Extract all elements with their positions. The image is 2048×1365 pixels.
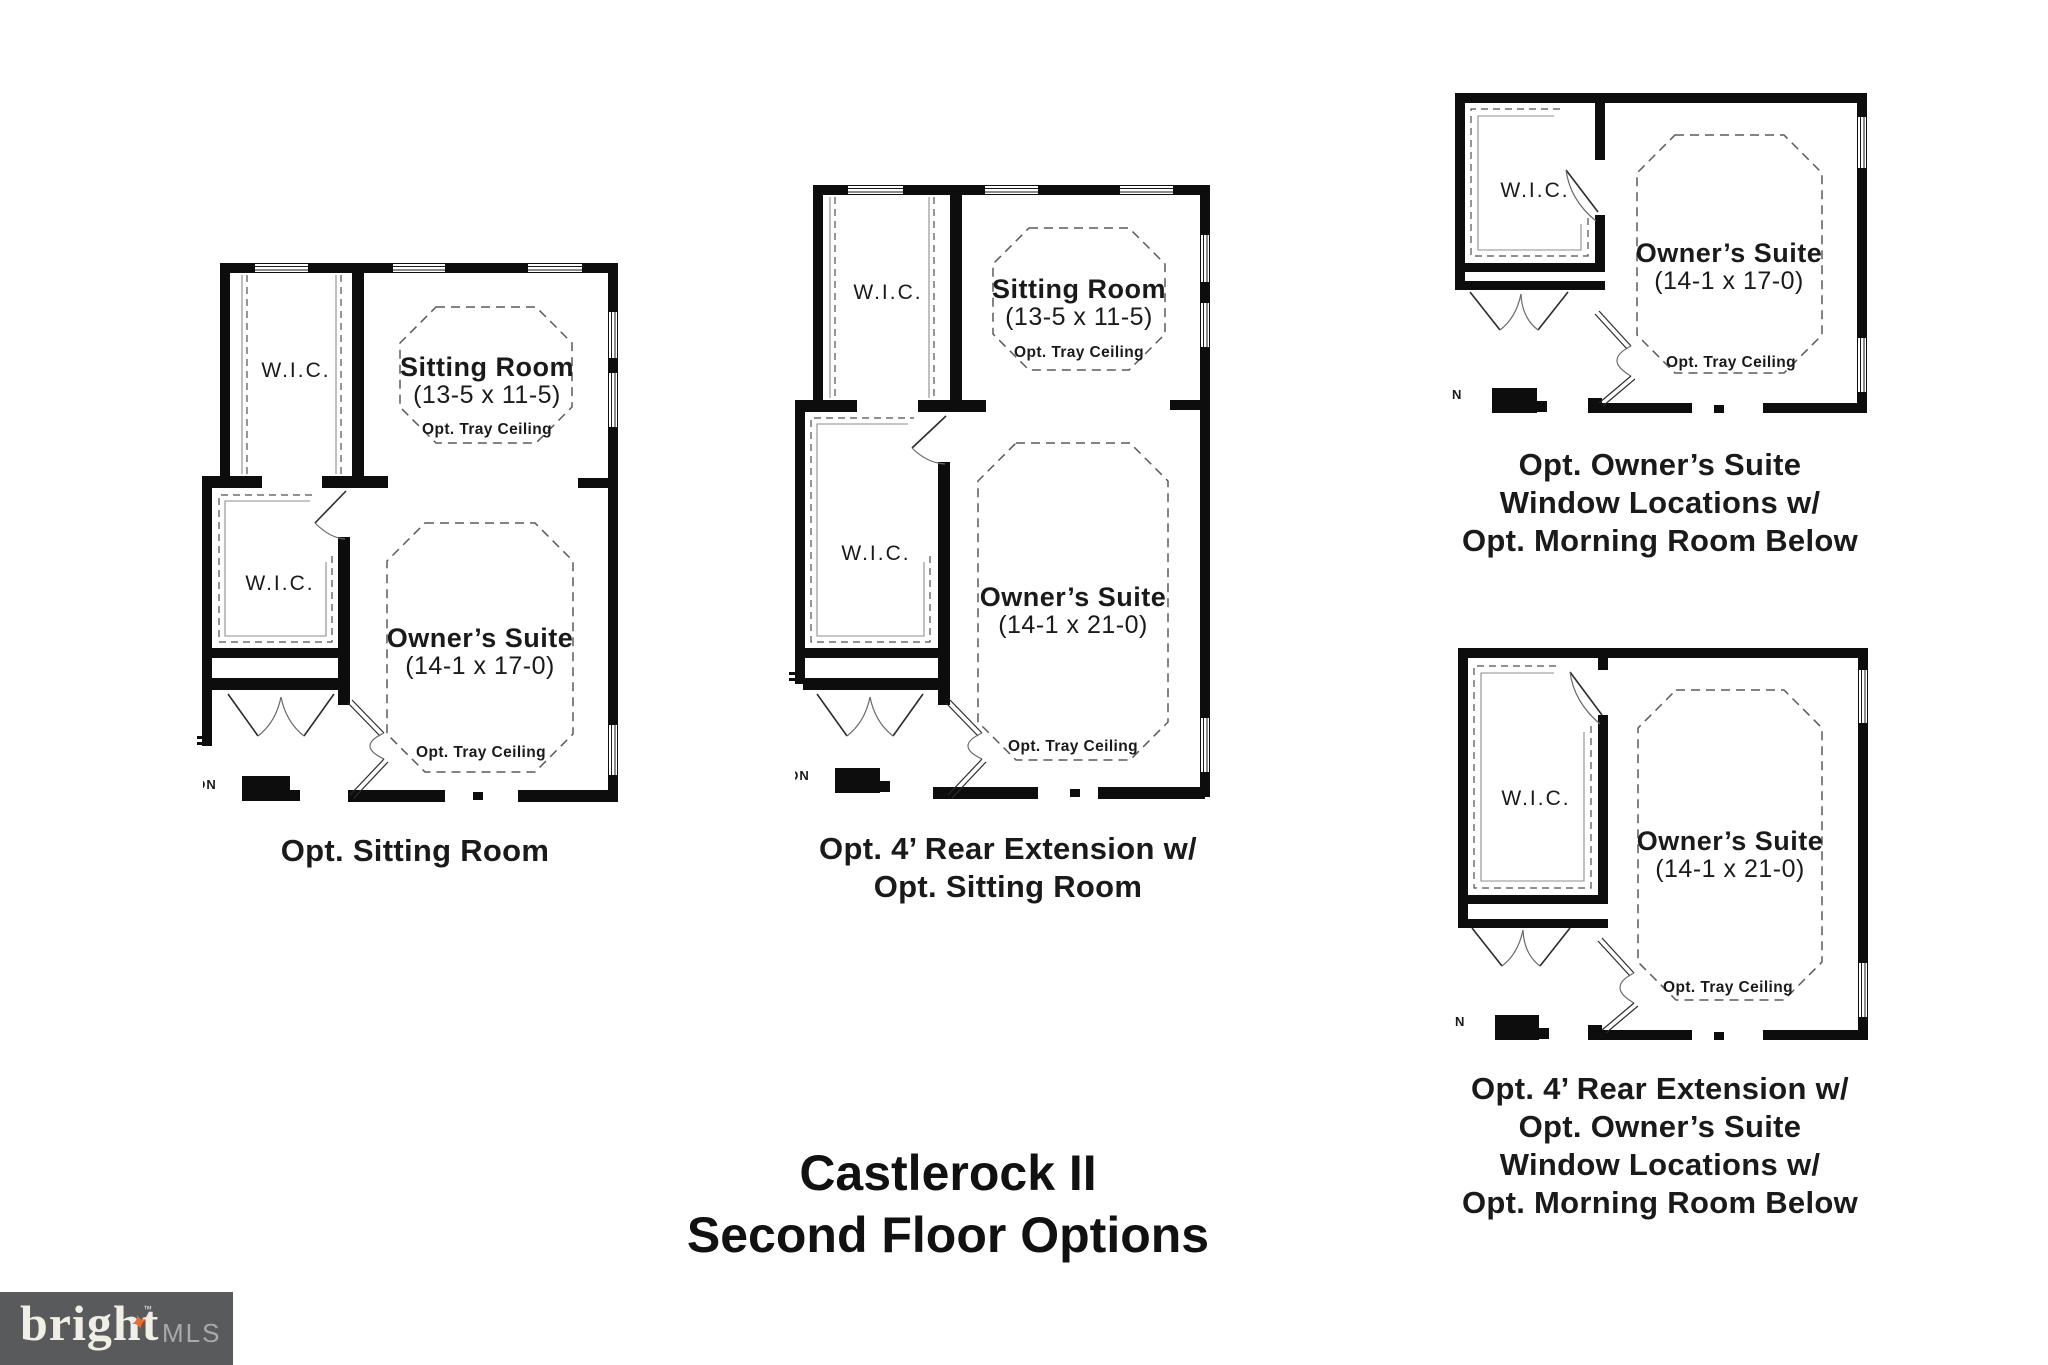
- floor-plan-opt-owners-window-locations: W.I.C. Owner’s Suite (14-1 x 17-0) Opt. …: [1448, 88, 1872, 568]
- owners-suite-dims: (14-1 x 17-0): [405, 652, 555, 680]
- owners-tray-note: Opt. Tray Ceiling: [1666, 354, 1796, 371]
- room-labels: W.I.C. Sitting Room (13-5 x 11-5) Opt. T…: [196, 352, 574, 792]
- owners-suite-label: Owner’s Suite: [1636, 238, 1823, 268]
- wic-lower-label: W.I.C.: [245, 572, 314, 595]
- windows: [255, 264, 617, 775]
- owners-suite-label: Owner’s Suite: [387, 623, 574, 653]
- sitting-tray-note: Opt. Tray Ceiling: [1014, 344, 1144, 361]
- stair-marker: [1492, 388, 1547, 413]
- sitting-room-dims: (13-5 x 11-5): [413, 381, 561, 409]
- owners-suite-dims: (14-1 x 21-0): [1655, 855, 1805, 883]
- stairs-dn-label: DN: [789, 768, 810, 783]
- floor-plan-opt-rear-ext-owners-window-locations: W.I.C. Owner’s Suite (14-1 x 21-0) Opt. …: [1448, 640, 1872, 1240]
- floor-plan-drawing-2: W.I.C. Sitting Room (13-5 x 11-5) Opt. T…: [789, 185, 1210, 799]
- owners-tray-note: Opt. Tray Ceiling: [1008, 738, 1138, 755]
- floor-plan-opt-sitting-room: W.I.C. Sitting Room (13-5 x 11-5) Opt. T…: [195, 255, 635, 875]
- plan-caption: Opt. 4’ Rear Extension w/ Opt. Sitting R…: [780, 830, 1236, 906]
- wic-label: W.I.C.: [1501, 787, 1570, 810]
- page-title: Castlerock II Second Floor Options: [648, 1142, 1248, 1266]
- tray-ceiling-outlines: [977, 227, 1169, 761]
- doors: [816, 415, 987, 799]
- plan-caption: Opt. Owner’s Suite Window Locations w/ O…: [1448, 446, 1872, 560]
- room-labels: W.I.C. Owner’s Suite (14-1 x 21-0) Opt. …: [1455, 787, 1823, 1029]
- plan-caption: Opt. 4’ Rear Extension w/ Opt. Owner’s S…: [1448, 1070, 1872, 1222]
- floor-plan-drawing-4: W.I.C. Owner’s Suite (14-1 x 21-0) Opt. …: [1455, 648, 1868, 1040]
- plan-caption: Opt. Sitting Room: [195, 832, 635, 870]
- sitting-room-label: Sitting Room: [992, 274, 1166, 304]
- bright-mls-logo: bright ✦ ™ MLS: [0, 1292, 233, 1365]
- sitting-tray-note: Opt. Tray Ceiling: [422, 421, 552, 438]
- owners-tray-note: Opt. Tray Ceiling: [416, 744, 546, 761]
- stairs-dn-label: DN: [196, 777, 217, 792]
- doors: [1469, 169, 1636, 407]
- closet-shelving: [1473, 665, 1592, 889]
- caption-line: Opt. Morning Room Below: [1461, 1185, 1859, 1220]
- tray-ceiling-outlines: [1636, 134, 1823, 374]
- stair-marker: [835, 768, 890, 793]
- caption-line: Opt. Morning Room Below: [1461, 523, 1859, 558]
- walls: [1455, 93, 1867, 413]
- windows: [848, 186, 1209, 772]
- tray-ceiling-outlines: [386, 306, 574, 773]
- floor-plan-drawing-3: W.I.C. Owner’s Suite (14-1 x 17-0) Opt. …: [1452, 93, 1867, 413]
- owners-suite-dims: (14-1 x 21-0): [998, 611, 1148, 639]
- logo-trademark-symbol: ™: [143, 1304, 152, 1314]
- stairs-n-label: N: [1455, 1014, 1465, 1029]
- stair-marker: [242, 776, 300, 801]
- caption-line: Opt. Sitting Room: [280, 833, 550, 868]
- caption-line: Window Locations w/: [1499, 1147, 1821, 1182]
- wic-upper-label: W.I.C.: [261, 359, 330, 382]
- owners-tray-note: Opt. Tray Ceiling: [1663, 979, 1793, 996]
- closet-shelving: [810, 197, 935, 643]
- closet-shelving: [218, 275, 342, 643]
- doors: [227, 490, 389, 799]
- wic-lower-label: W.I.C.: [841, 542, 910, 565]
- logo-brand-text: bright: [20, 1295, 160, 1351]
- caption-line: Opt. 4’ Rear Extension w/: [1471, 1071, 1849, 1106]
- room-labels: W.I.C. Sitting Room (13-5 x 11-5) Opt. T…: [789, 274, 1167, 783]
- caption-line: Window Locations w/: [1499, 485, 1821, 520]
- caption-line: Opt. Sitting Room: [873, 869, 1143, 904]
- walls: [197, 263, 618, 802]
- stair-marker: [1495, 1015, 1549, 1040]
- room-labels: W.I.C. Owner’s Suite (14-1 x 17-0) Opt. …: [1452, 179, 1822, 402]
- wic-label: W.I.C.: [1500, 179, 1569, 202]
- caption-line: Opt. Owner’s Suite: [1518, 447, 1802, 482]
- floor-plan-drawing-1: W.I.C. Sitting Room (13-5 x 11-5) Opt. T…: [196, 263, 618, 802]
- stairs-n-label: N: [1452, 387, 1462, 402]
- owners-suite-dims: (14-1 x 17-0): [1654, 267, 1804, 295]
- caption-line: Opt. Owner’s Suite: [1518, 1109, 1802, 1144]
- sitting-room-label: Sitting Room: [400, 352, 574, 382]
- page-title-line-2: Second Floor Options: [686, 1207, 1210, 1263]
- owners-suite-label: Owner’s Suite: [980, 582, 1167, 612]
- owners-suite-label: Owner’s Suite: [1637, 826, 1824, 856]
- doors: [1471, 671, 1639, 1034]
- caption-line: Opt. 4’ Rear Extension w/: [819, 831, 1197, 866]
- tray-ceiling-outlines: [1637, 689, 1823, 1001]
- windows: [1858, 117, 1866, 392]
- floor-plan-opt-rear-ext-sitting-room: W.I.C. Sitting Room (13-5 x 11-5) Opt. T…: [780, 180, 1236, 904]
- sitting-room-dims: (13-5 x 11-5): [1005, 303, 1153, 331]
- wic-upper-label: W.I.C.: [853, 281, 922, 304]
- walls: [1458, 648, 1868, 1040]
- logo-suffix-text: MLS: [162, 1318, 222, 1348]
- closet-shelving: [1470, 108, 1589, 257]
- windows: [1859, 670, 1867, 1017]
- page-title-line-1: Castlerock II: [799, 1145, 1097, 1201]
